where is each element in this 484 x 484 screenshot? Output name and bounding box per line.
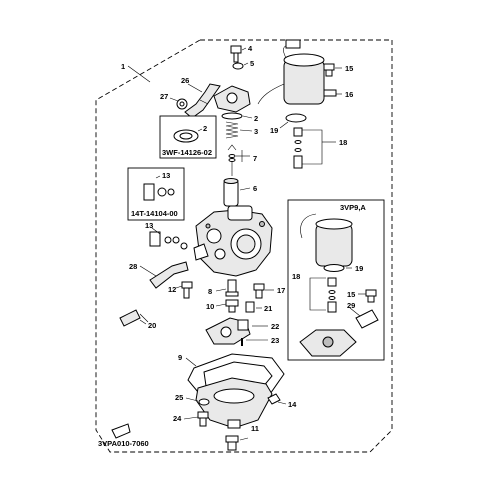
plunger-18-part[interactable]	[293, 127, 303, 169]
callout-27[interactable]: 27	[160, 92, 168, 101]
plate-16-part[interactable]	[323, 89, 337, 97]
kit-box-3wf: 2 3WF-14126-02	[159, 115, 217, 159]
screw-4-part[interactable]	[230, 45, 242, 63]
main-jet-8-part[interactable]	[225, 279, 239, 297]
float-22-part[interactable]	[205, 317, 251, 345]
clip-27-part[interactable]	[176, 98, 188, 110]
air-screw-20-part[interactable]	[119, 309, 149, 327]
callout-15b[interactable]: 15	[347, 290, 355, 299]
callout-21[interactable]: 21	[264, 304, 272, 313]
front-arrow-icon	[111, 423, 131, 439]
callout-box-2[interactable]: 2	[203, 124, 207, 133]
jet-10-part[interactable]	[225, 299, 239, 313]
variant-label[interactable]: 3VP9,A	[340, 203, 366, 212]
callout-29[interactable]: 29	[347, 301, 355, 310]
callout-9[interactable]: 9	[178, 353, 182, 362]
screw-14-part[interactable]	[267, 393, 281, 405]
callout-20[interactable]: 20	[148, 321, 156, 330]
needle-valve-21-part[interactable]	[245, 301, 255, 313]
callout-3[interactable]: 3	[254, 127, 258, 136]
callout-18b[interactable]: 18	[292, 272, 300, 281]
callout-1[interactable]: 1	[121, 62, 125, 71]
spring-3-part[interactable]	[225, 121, 239, 139]
o-ring-19-part[interactable]	[285, 113, 307, 123]
assembly-boundary	[95, 39, 393, 453]
callout-15[interactable]: 15	[345, 64, 353, 73]
callout-2[interactable]: 2	[254, 114, 258, 123]
callout-16[interactable]: 16	[345, 90, 353, 99]
variant-inset-box: 3VP9,A 19 18 15 29	[287, 199, 385, 361]
jet-needle-7-part[interactable]	[227, 144, 237, 176]
drain-bolt-24-part[interactable]	[197, 411, 209, 427]
callout-5[interactable]: 5	[250, 59, 254, 68]
callout-24[interactable]: 24	[173, 414, 182, 423]
callout-28[interactable]: 28	[129, 262, 137, 271]
callout-13[interactable]: 13	[162, 171, 170, 180]
o-ring-2-part[interactable]	[221, 112, 243, 120]
drain-hose-28-part[interactable]	[149, 261, 189, 289]
callout-23[interactable]: 23	[271, 336, 279, 345]
carburetor-cover-part[interactable]	[213, 85, 251, 113]
callout-19b[interactable]: 19	[355, 264, 363, 273]
callout-13b[interactable]: 13	[145, 221, 153, 230]
callout-26[interactable]: 26	[181, 76, 189, 85]
auto-choke-part[interactable]	[257, 39, 325, 105]
kit-14t-label[interactable]: 14T-14104-00	[131, 209, 178, 218]
callout-10[interactable]: 10	[206, 302, 214, 311]
callout-12[interactable]: 12	[168, 285, 176, 294]
callout-17[interactable]: 17	[277, 286, 285, 295]
screw-17-part[interactable]	[253, 283, 265, 299]
callout-8[interactable]: 8	[208, 287, 212, 296]
washer-25-part[interactable]	[198, 398, 210, 406]
callout-25[interactable]: 25	[175, 393, 183, 402]
carburetor-body-part[interactable]	[193, 205, 273, 277]
callout-6[interactable]: 6	[253, 184, 257, 193]
callout-22[interactable]: 22	[271, 322, 279, 331]
callout-11[interactable]: 11	[251, 424, 259, 433]
washer-5-part[interactable]	[232, 62, 244, 70]
throttle-valve-6-part[interactable]	[223, 178, 239, 207]
hose-26-part[interactable]	[184, 83, 221, 119]
float-bowl-part[interactable]	[195, 377, 273, 429]
pilot-screw-13-part[interactable]	[149, 231, 188, 250]
callout-14[interactable]: 14	[288, 400, 297, 409]
screw-15-part[interactable]	[323, 63, 335, 77]
callout-18[interactable]: 18	[339, 138, 347, 147]
kit-box-14t: 13 14T-14104-00	[127, 167, 185, 221]
plug-11-part[interactable]	[225, 435, 239, 451]
drawing-code[interactable]: 3VPA010-7060	[98, 439, 149, 448]
kit-3wf-label[interactable]: 3WF-14126-02	[162, 148, 212, 157]
callout-7[interactable]: 7	[253, 154, 257, 163]
callout-19[interactable]: 19	[270, 126, 278, 135]
callout-4[interactable]: 4	[248, 44, 253, 53]
screw-12-part[interactable]	[181, 281, 193, 299]
